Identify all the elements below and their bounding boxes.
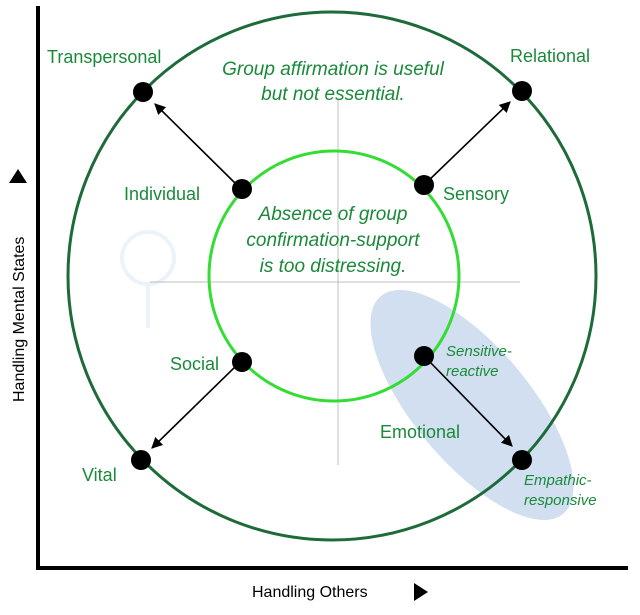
- label-sensitive-line1: Sensitive-: [446, 343, 512, 360]
- y-axis-arrow-icon: [9, 169, 27, 183]
- watermark-logo: [120, 230, 176, 328]
- node-empathic-responsive: [512, 450, 532, 470]
- inner-caption-line2: confirmation-support: [246, 230, 420, 251]
- y-axis-title: Handling Mental States: [11, 237, 28, 402]
- label-vital: Vital: [82, 465, 117, 485]
- outer-caption-line2: but not essential.: [261, 84, 405, 105]
- node-individual: [232, 179, 252, 199]
- label-emotional: Emotional: [380, 422, 460, 442]
- label-relational: Relational: [510, 46, 590, 66]
- arrow-sensitive-to-empathic: [427, 359, 513, 447]
- outer-caption-line1: Group affirmation is useful: [222, 59, 445, 80]
- node-transpersonal: [133, 82, 153, 102]
- inner-caption-line3: is too distressing.: [260, 256, 407, 277]
- x-axis-title: Handling Others: [252, 584, 368, 601]
- label-sensitive-line2: reactive: [446, 363, 499, 380]
- arrow-individual-to-transpersonal: [154, 103, 237, 185]
- node-social: [232, 352, 252, 372]
- label-sensory: Sensory: [443, 184, 509, 204]
- outer-circle: [66, 10, 598, 542]
- label-individual: Individual: [124, 184, 200, 204]
- x-axis-arrow-icon: [414, 583, 428, 601]
- label-transpersonal: Transpersonal: [47, 47, 161, 67]
- label-empathic-line2: responsive: [524, 492, 597, 509]
- label-empathic-line1: Empathic-: [524, 472, 592, 489]
- node-sensitive-reactive: [414, 346, 434, 366]
- arrow-social-to-vital: [151, 365, 237, 449]
- node-relational: [512, 81, 532, 101]
- label-social: Social: [170, 354, 219, 374]
- arrow-sensory-to-relational: [424, 101, 511, 185]
- inner-circle: [207, 149, 461, 403]
- node-vital: [131, 450, 151, 470]
- node-sensory: [414, 175, 434, 195]
- inner-caption-line1: Absence of group: [258, 204, 408, 225]
